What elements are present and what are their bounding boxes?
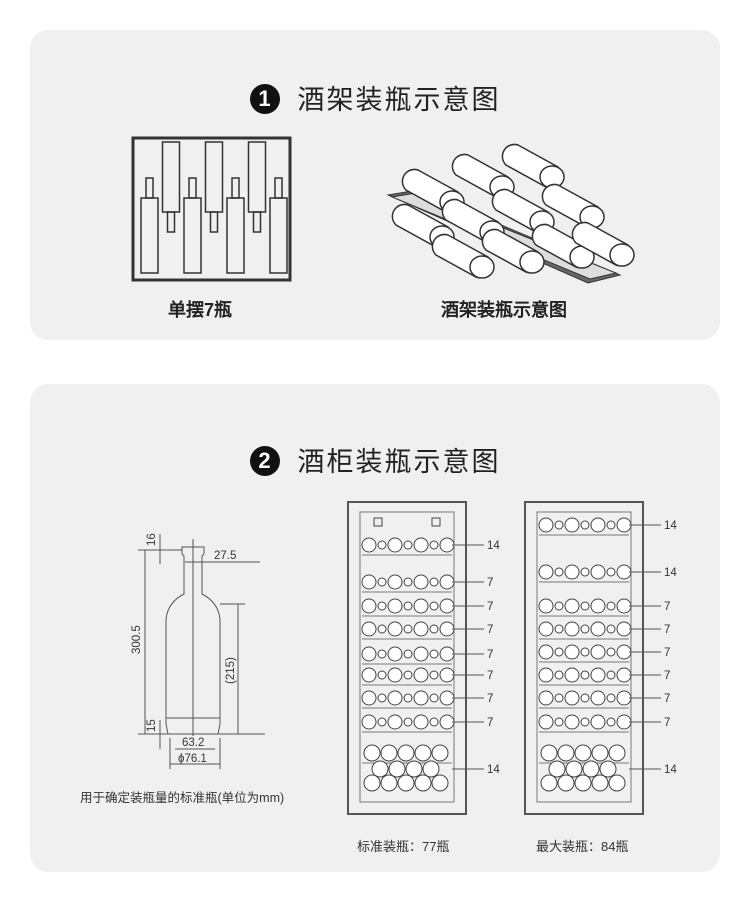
shelf-count-label: 7 <box>487 601 493 613</box>
rack-bottle <box>531 223 595 269</box>
section-2-title: 2 酒柜装瓶示意图 <box>30 440 720 479</box>
shelf-count-label: 7 <box>664 717 670 729</box>
vent-icon <box>431 517 441 527</box>
shelf-row <box>361 537 484 556</box>
shelf-row <box>361 574 484 593</box>
shelf-count-label: 14 <box>664 764 677 776</box>
shelf-row <box>538 621 661 640</box>
shelf-row <box>361 598 484 617</box>
rack-bottle <box>183 177 202 274</box>
dim-neck-top: 16 <box>146 533 158 546</box>
shelf-count-label: 14 <box>664 520 677 532</box>
shelf-count-label: 7 <box>664 601 670 613</box>
dim-body-height: (215) <box>225 657 237 684</box>
shelf-row <box>362 744 484 792</box>
shelf-row <box>538 667 661 686</box>
shelf-count-label: 7 <box>487 693 493 705</box>
dim-diameter: ϕ76.1 <box>178 753 207 765</box>
bottle-caption: 用于确定装瓶量的标准瓶(单位为mm) <box>80 791 285 805</box>
rack-bottle <box>247 141 267 233</box>
section-1-title: 1 酒架装瓶示意图 <box>30 78 720 117</box>
rack-perspective-caption: 酒架装瓶示意图 <box>441 300 567 320</box>
single-rack-illustration <box>131 136 292 282</box>
shelf-count-label: 7 <box>487 577 493 589</box>
dim-base-width: 63.2 <box>182 737 204 749</box>
rack-bottle <box>140 177 159 274</box>
single-rack-caption: 单摆7瓶 <box>168 300 233 320</box>
rack-bottle <box>204 141 224 233</box>
dim-neck-width: 27.5 <box>214 550 236 562</box>
standard-cabinet-diagram: 14 7 7 7 7 7 7 7 14 <box>347 501 500 815</box>
max-capacity-caption: 最大装瓶：84瓶 <box>536 839 629 854</box>
shelf-row <box>361 714 484 733</box>
standard-capacity-caption: 标准装瓶：77瓶 <box>357 839 450 854</box>
vent-icon <box>373 517 383 527</box>
dim-height: 300.5 <box>131 625 143 654</box>
shelf-count-label: 14 <box>487 764 500 776</box>
cabinet-interior <box>359 511 455 803</box>
rack-section: 1 酒架装瓶示意图 单摆7瓶 酒架装瓶示意图 <box>30 30 720 340</box>
rack-bottle <box>161 141 181 233</box>
rack-bottle <box>226 177 245 274</box>
dim-base: 15 <box>146 719 158 732</box>
shelf-row <box>538 517 661 536</box>
shelf-row <box>538 690 661 709</box>
shelf-count-label: 14 <box>664 567 677 579</box>
shelf-count-label: 7 <box>664 624 670 636</box>
shelf-row <box>361 667 484 686</box>
rack-perspective-illustration <box>386 143 635 284</box>
shelf-row <box>539 744 661 792</box>
rack-bottle <box>571 221 635 267</box>
shelf-count-label: 7 <box>664 693 670 705</box>
standard-bottle-diagram: 16 27.5 300.5 (215) 15 63.2 ϕ76.1 <box>131 533 265 769</box>
shelf-row <box>538 714 661 733</box>
shelf-row <box>538 564 661 583</box>
rack-bottle <box>431 233 495 279</box>
cabinet-interior <box>536 511 632 803</box>
rack-bottle <box>481 228 545 274</box>
max-cabinet-diagram: 14 14 7 7 7 7 7 7 14 <box>524 501 677 815</box>
shelf-count-label: 7 <box>664 647 670 659</box>
section-title-text: 酒架装瓶示意图 <box>297 85 501 115</box>
section-title-text: 酒柜装瓶示意图 <box>297 447 501 477</box>
rack-bottle <box>269 177 288 274</box>
shelf-row <box>538 598 661 617</box>
shelf-row <box>538 644 661 663</box>
cabinet-frame <box>347 501 467 815</box>
cabinet-section: 2 酒柜装瓶示意图 16 27.5 300.5 (215) 15 63.2 ϕ76… <box>30 384 720 872</box>
shelf-row <box>361 621 484 640</box>
shelf-count-label: 14 <box>487 540 500 552</box>
cabinet-frame <box>524 501 644 815</box>
shelf-count-label: 7 <box>487 624 493 636</box>
shelf-count-label: 7 <box>487 670 493 682</box>
shelf-row <box>361 690 484 709</box>
shelf-count-label: 7 <box>487 649 493 661</box>
shelf-count-label: 7 <box>664 670 670 682</box>
step-badge: 1 <box>249 84 280 114</box>
shelf-count-label: 7 <box>487 717 493 729</box>
shelf-row <box>361 646 484 665</box>
step-badge: 2 <box>249 446 280 476</box>
